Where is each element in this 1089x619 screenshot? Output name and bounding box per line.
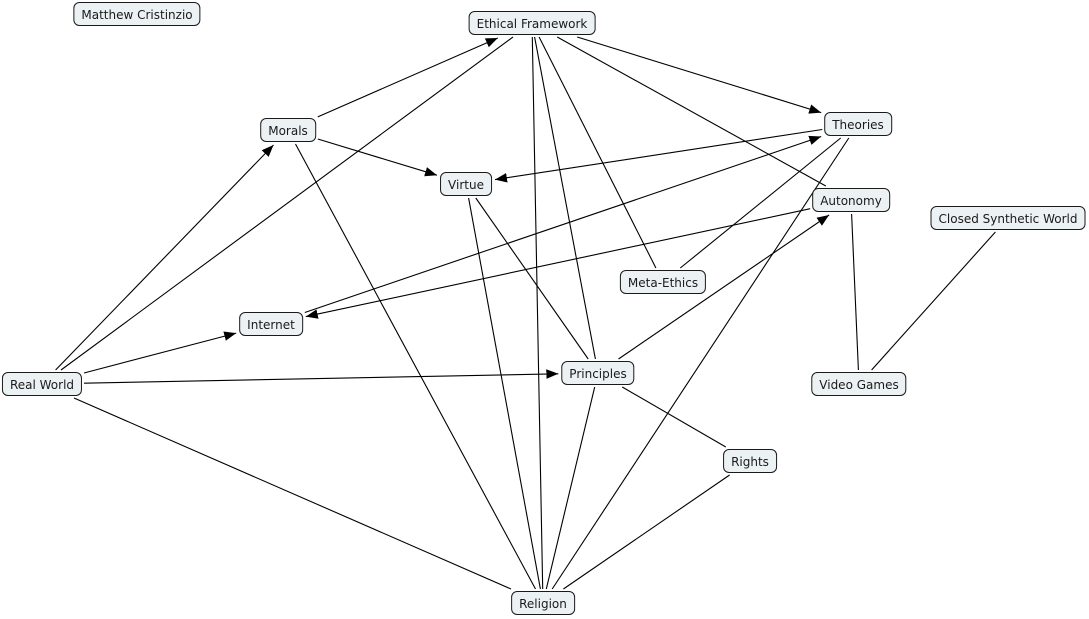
edge-principles-to-autonomy (618, 214, 830, 360)
edge-virtue-to-religion (468, 197, 541, 590)
edge-autonomy-to-video-games (851, 213, 859, 371)
video-games-node[interactable]: Video Games (811, 372, 907, 396)
closed-synthetic-world-node[interactable]: Closed Synthetic World (930, 206, 1086, 230)
edge-real-world-to-religion (73, 397, 512, 590)
edge-theories-to-religion (551, 137, 850, 590)
rights-node[interactable]: Rights (723, 449, 777, 473)
edge-ethical-framework-to-principles (534, 36, 596, 360)
edge-internet-to-theories (304, 135, 822, 314)
edge-virtue-to-principles (475, 197, 589, 360)
religion-node[interactable]: Religion (511, 591, 575, 615)
internet-node[interactable]: Internet (239, 312, 303, 336)
edge-principles-to-religion (545, 386, 596, 590)
autonomy-node[interactable]: Autonomy (812, 188, 890, 212)
real-world-node[interactable]: Real World (1, 372, 83, 396)
virtue-node[interactable]: Virtue (440, 172, 492, 196)
theories-node[interactable]: Theories (824, 112, 892, 136)
edge-real-world-to-principles (83, 369, 559, 384)
edge-ethical-framework-to-meta-ethics (538, 36, 657, 269)
meta-ethics-node[interactable]: Meta-Ethics (619, 270, 707, 294)
edge-real-world-to-internet (83, 331, 237, 374)
edge-morals-to-virtue (317, 138, 438, 177)
morals-node[interactable]: Morals (260, 118, 316, 142)
edge-theories-to-meta-ethics (679, 137, 842, 269)
edge-real-world-to-morals (55, 144, 274, 371)
edge-rights-to-religion (563, 474, 730, 590)
edge-autonomy-to-internet (305, 208, 811, 319)
edge-morals-to-ethical-framework (317, 37, 499, 118)
edge-real-world-to-ethical-framework (60, 36, 514, 371)
author-node[interactable]: Matthew Cristinzio (73, 2, 201, 26)
edge-principles-to-rights (621, 386, 727, 448)
ethical-framework-node[interactable]: Ethical Framework (468, 11, 596, 35)
edge-ethical-framework-to-autonomy (556, 36, 827, 187)
edge-ethical-framework-to-religion (531, 36, 544, 590)
principles-node[interactable]: Principles (561, 361, 635, 385)
edge-morals-to-religion (295, 143, 536, 590)
edge-theories-to-virtue (494, 128, 823, 183)
edge-ethical-framework-to-theories (577, 36, 822, 114)
edge-closed-synthetic-world-to-video-games (871, 231, 996, 371)
